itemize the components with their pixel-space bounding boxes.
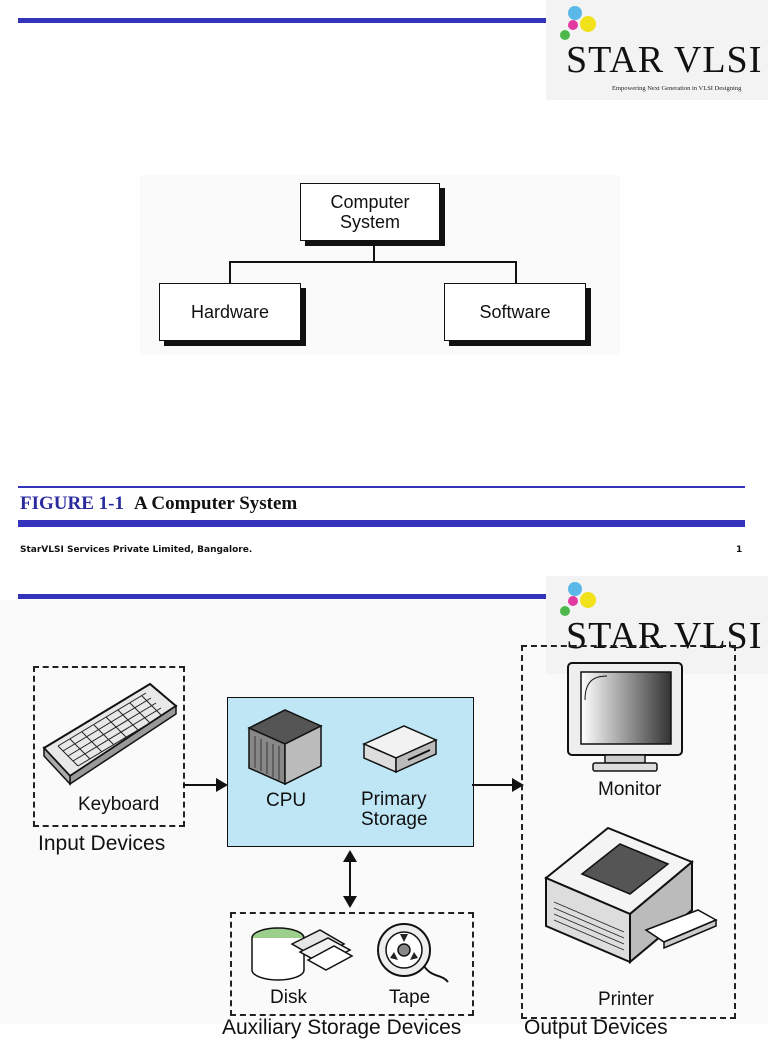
input-devices-group (33, 666, 185, 827)
slide2-top-rule (18, 594, 746, 599)
diagram-node-computer-system: Computer System (300, 183, 440, 241)
output-devices-group (521, 645, 736, 1019)
figure-caption: FIGURE 1-1 A Computer System (20, 493, 297, 515)
printer-icon (544, 826, 718, 965)
starvlsi-logo: STAR VLSI Empowering Next Generation in … (546, 0, 768, 100)
arrow-processing-auxiliary (349, 858, 351, 898)
disk-icon (251, 927, 354, 981)
auxiliary-storage-group (230, 912, 474, 1016)
tape-icon (377, 923, 449, 983)
connector-left-down (229, 261, 231, 283)
diagram-node-hardware: Hardware (159, 283, 301, 341)
computer-system-diagram: Computer System Hardware Software (140, 175, 620, 355)
logo-dot-pink (568, 20, 578, 30)
footer-page-number: 1 (736, 545, 743, 555)
tape-label: Tape (389, 987, 431, 1008)
input-devices-label: Input Devices (38, 832, 166, 855)
arrowhead-down (343, 896, 357, 908)
output-devices-label: Output Devices (524, 1016, 668, 1039)
figure-title: A Computer System (133, 493, 298, 514)
arrowhead-right-2 (512, 778, 524, 792)
disk-label: Disk (270, 987, 307, 1008)
monitor-label: Monitor (598, 779, 662, 800)
starvlsi-logo-2: STAR VLSI (546, 576, 768, 674)
arrowhead-up (343, 850, 357, 862)
connector-horizontal (229, 261, 517, 263)
auxiliary-storage-label: Auxiliary Storage Devices (222, 1016, 462, 1039)
figure-number: FIGURE 1-1 (20, 493, 124, 514)
keyboard-label: Keyboard (78, 794, 160, 815)
slide1-top-rule (18, 18, 746, 23)
arrow-processing-to-output (472, 784, 516, 786)
logo2-wordmark: STAR VLSI (566, 615, 763, 657)
logo-dot-blue (568, 6, 582, 20)
logo-dot-green (560, 30, 570, 40)
arrowhead-right-1 (216, 778, 228, 792)
logo-dot-yellow (580, 16, 596, 32)
footer-company: StarVLSI Services Private Limited, Banga… (20, 545, 253, 555)
logo2-dot-pink (568, 596, 578, 606)
logo-tagline: Empowering Next Generation in VLSI Desig… (612, 85, 742, 92)
connector-right-down (515, 261, 517, 283)
logo2-dot-yellow (580, 592, 596, 608)
primary-storage-label: Primary Storage (361, 789, 428, 830)
caption-top-rule (18, 486, 745, 488)
caption-bottom-rule (18, 520, 745, 527)
cpu-label: CPU (266, 790, 307, 811)
connector-root-down (373, 245, 375, 262)
arrow-input-to-processing (183, 784, 219, 786)
printer-label: Printer (598, 989, 654, 1010)
logo2-dot-green (560, 606, 570, 616)
cpu-icon (247, 709, 323, 786)
logo2-dot-blue (568, 582, 582, 596)
primary-storage-icon (362, 725, 438, 774)
diagram-node-software: Software (444, 283, 586, 341)
monitor-icon (567, 662, 683, 772)
logo-wordmark: STAR VLSI (566, 39, 763, 81)
keyboard-icon (42, 682, 178, 786)
